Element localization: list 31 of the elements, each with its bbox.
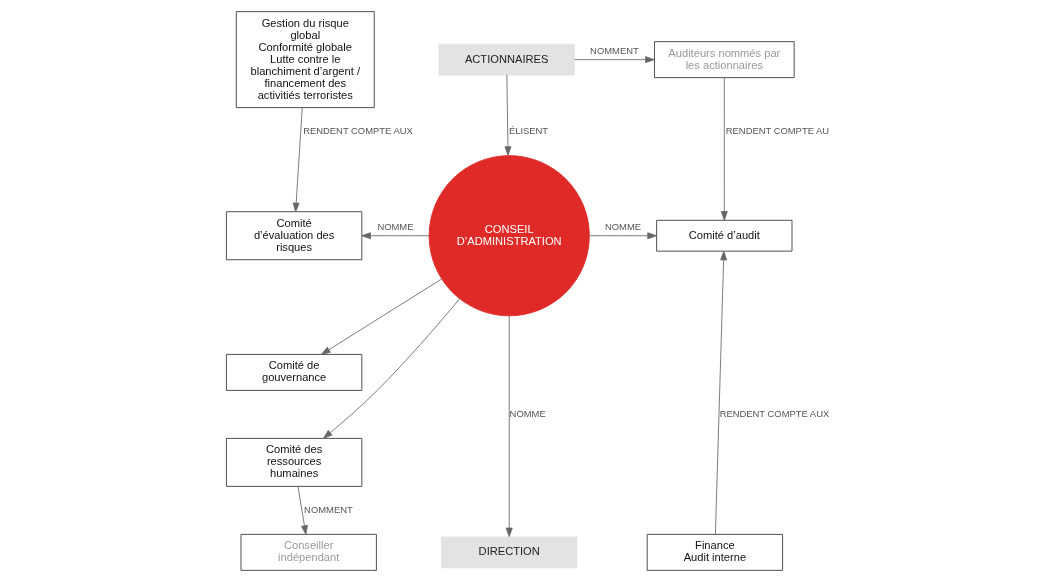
node-box: DIRECTION [440, 536, 577, 569]
arrow [320, 278, 442, 355]
arrow [714, 250, 727, 535]
arrow [505, 315, 513, 538]
arrow [292, 107, 303, 213]
arrow [573, 56, 655, 64]
edge-label: NOMME [509, 407, 546, 419]
edge-label: NOMME [604, 221, 641, 233]
edge-label: RENDENT COMPTE AU [725, 125, 829, 137]
edge-label: ÉLISENT [508, 125, 548, 137]
edge-label: NOMMENT [303, 503, 353, 515]
node-box: Conseiller indépendant [240, 533, 377, 571]
edge-label: RENDENT COMPTE AUX [302, 125, 413, 137]
arrow [322, 298, 460, 439]
node-box: ACTIONNAIRES [438, 43, 575, 76]
node-box: Comité des ressources humaines [225, 437, 362, 487]
edge-label: NOMMENT [589, 45, 639, 57]
arrow [360, 232, 429, 240]
node-box: Finance Audit interne [646, 533, 783, 571]
arrow [588, 232, 657, 240]
node-box: Comité de gouvernance [225, 354, 362, 391]
edge-label: RENDENT COMPTE AUX [719, 407, 829, 419]
node-box: Comité d’évaluation des risques [225, 211, 362, 261]
node-box: Comité d’audit [655, 219, 792, 252]
node-box: Gestion du risque global Conformité globale Lutte contre le blanchiment d’argent / financement des activitiés terroristes [235, 11, 375, 109]
arrow [297, 486, 308, 535]
node-box: Auditeurs nommés par les actionnaires [653, 41, 795, 79]
edge-label: NOMME [376, 221, 413, 233]
node-circle: CONSEIL D’ADMINISTRATION [428, 155, 590, 317]
arrow [504, 74, 511, 156]
arrow [720, 77, 728, 221]
